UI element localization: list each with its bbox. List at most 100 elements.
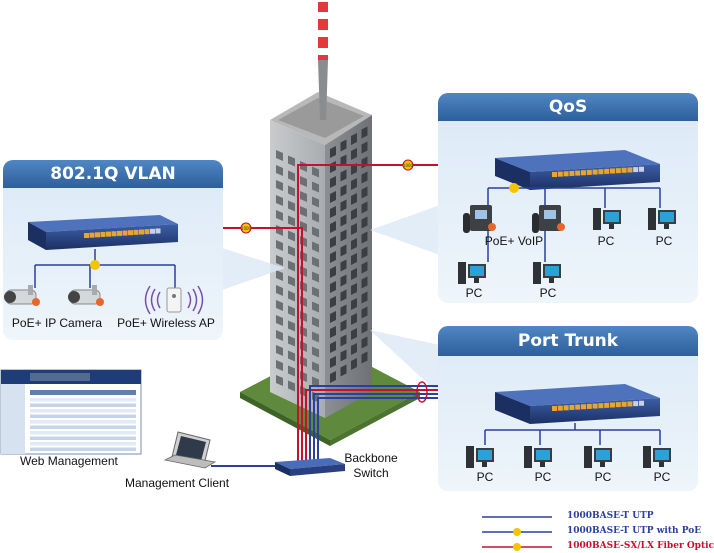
window	[276, 330, 283, 341]
window	[312, 301, 319, 313]
window	[340, 184, 347, 197]
switch-port	[117, 230, 122, 236]
table-row	[30, 420, 136, 424]
window	[340, 319, 347, 332]
window	[276, 315, 283, 326]
window	[351, 283, 357, 295]
pc-icon	[524, 446, 552, 468]
switch-port	[144, 229, 150, 235]
window	[276, 240, 283, 251]
window	[288, 200, 295, 212]
ip-camera-icon	[68, 285, 104, 306]
qos-switch	[495, 150, 660, 190]
switch-port	[128, 230, 133, 236]
vlan-poe-badge	[90, 260, 100, 270]
window	[351, 193, 357, 205]
backbone-label: Backbone Switch	[344, 451, 397, 481]
window	[351, 223, 357, 235]
window	[330, 251, 336, 263]
window	[312, 241, 319, 253]
window	[312, 331, 319, 343]
switch-port	[122, 230, 128, 236]
switch-port	[627, 167, 633, 173]
window	[330, 326, 336, 338]
table-row	[30, 431, 136, 435]
window	[340, 289, 347, 302]
table-row	[30, 436, 136, 440]
window	[276, 255, 283, 266]
trunk-pc-label: PC	[476, 470, 494, 484]
window	[361, 216, 368, 229]
window	[330, 236, 336, 248]
window	[340, 304, 347, 317]
voip-phone-icon	[532, 205, 565, 233]
window	[361, 321, 368, 334]
trunk-pc-label: PC	[653, 470, 671, 484]
window	[312, 376, 319, 388]
window	[330, 146, 336, 158]
qos-title: QoS	[438, 93, 698, 121]
window	[340, 334, 347, 347]
qos-links	[487, 187, 661, 262]
window	[351, 178, 357, 190]
window	[340, 244, 347, 257]
switch-port	[111, 231, 117, 237]
switch-port	[552, 406, 557, 411]
switch-port	[621, 167, 627, 173]
fiber-badge-vlan: 1000	[240, 222, 252, 234]
window	[351, 313, 357, 325]
window	[351, 268, 357, 280]
window	[351, 358, 357, 370]
window	[361, 351, 368, 364]
switch-port	[633, 401, 639, 407]
trunk-title: Port Trunk	[438, 326, 698, 356]
management-client-label: Management Client	[125, 476, 230, 490]
switch-port	[575, 404, 581, 410]
window	[340, 229, 347, 242]
switch-port	[639, 166, 644, 172]
switch-port	[592, 403, 598, 409]
pc-icon	[648, 208, 676, 230]
window	[330, 311, 336, 323]
switch-port	[569, 170, 575, 176]
window	[312, 361, 319, 373]
fiber-badge-qos: 1000	[402, 159, 414, 171]
pc-icon	[584, 446, 612, 468]
window	[288, 380, 295, 392]
switch-port	[552, 172, 557, 177]
window	[288, 170, 295, 182]
window	[300, 161, 307, 172]
window	[361, 231, 368, 244]
window	[361, 261, 368, 274]
qos-callout	[370, 205, 440, 255]
window	[288, 215, 295, 227]
window	[312, 256, 319, 268]
table-row	[30, 414, 136, 418]
window	[351, 133, 357, 145]
switch-port	[615, 402, 621, 408]
qos-pc-label: PC	[465, 286, 483, 300]
switch-port	[633, 167, 639, 173]
qos-poe-badge	[509, 183, 519, 193]
voip-label: PoE+ VoIP	[484, 234, 544, 248]
window	[351, 148, 357, 160]
window	[330, 296, 336, 308]
window	[288, 335, 295, 347]
window	[312, 166, 319, 178]
switch-port	[610, 402, 615, 408]
switch-port	[627, 401, 633, 407]
web-management-screenshot	[0, 369, 142, 455]
legend-utp: 1000BASE-T UTP	[567, 511, 654, 521]
window	[351, 343, 357, 355]
switch-port	[139, 229, 144, 235]
window	[330, 191, 336, 203]
window	[340, 154, 347, 167]
window	[361, 246, 368, 259]
pc-icon	[458, 262, 486, 284]
window	[340, 349, 347, 362]
window	[361, 171, 368, 184]
switch-port	[586, 403, 592, 409]
window	[288, 245, 295, 257]
antenna	[318, 2, 328, 120]
